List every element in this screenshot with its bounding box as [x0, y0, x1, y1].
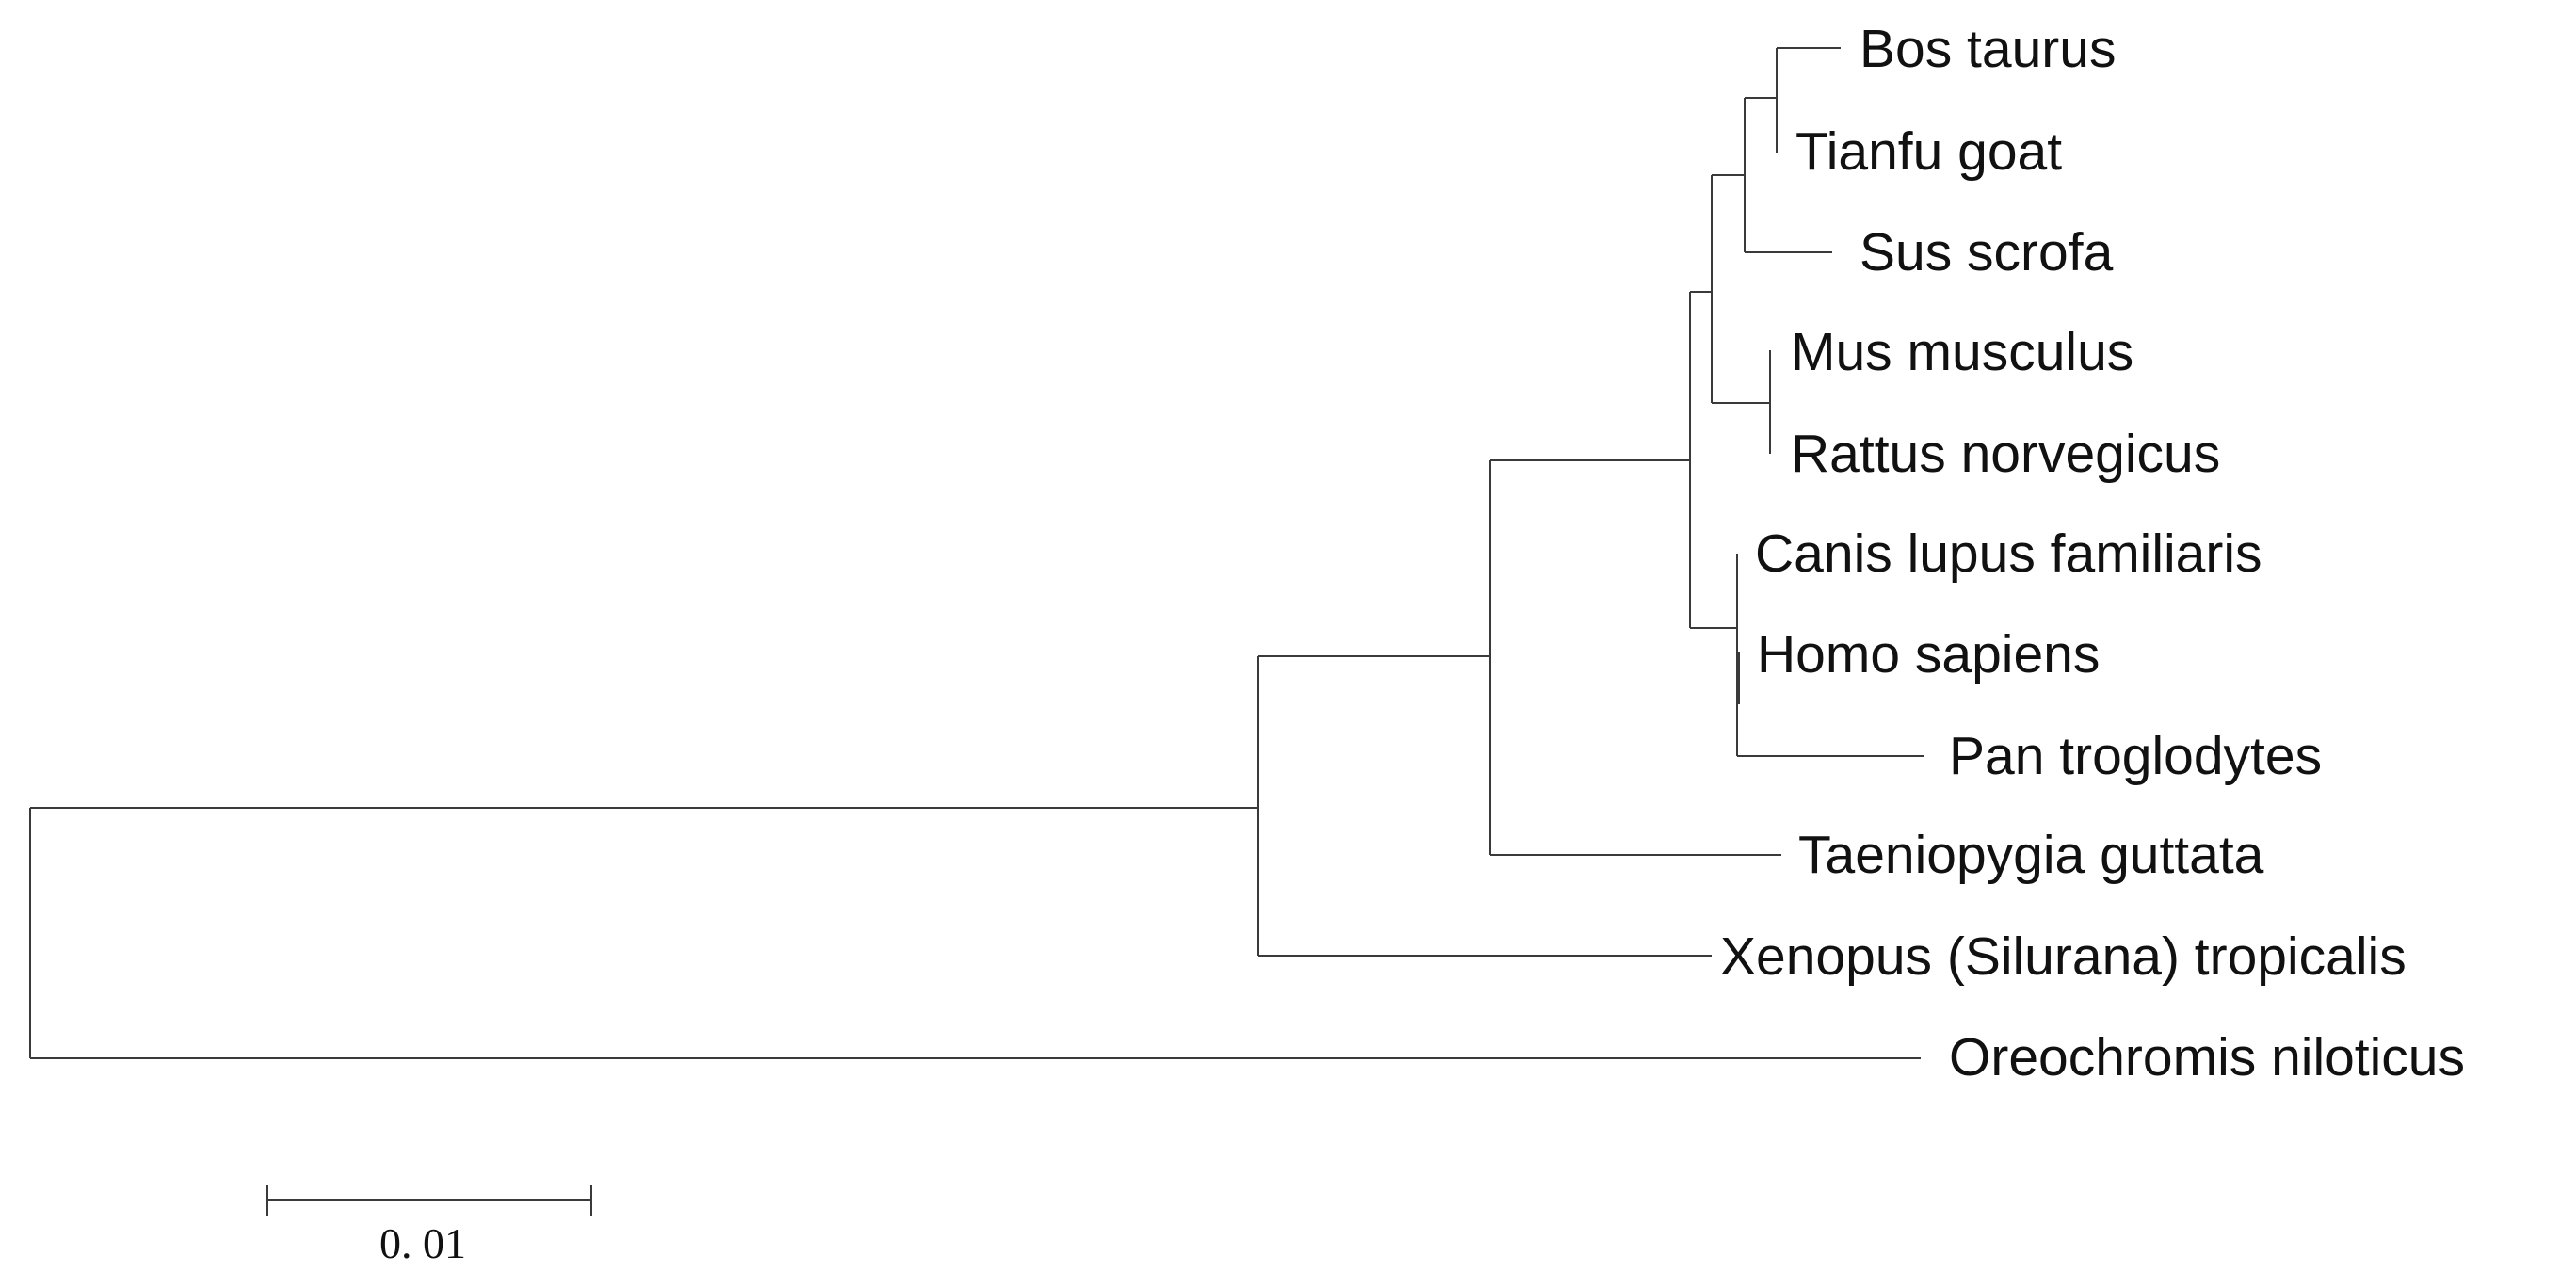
leaf-label-xenopus-tropicalis: Xenopus (Silurana) tropicalis	[1720, 926, 2407, 987]
leaf-labels: Bos taurus Tianfu goat Sus scrofa Mus mu…	[1720, 19, 2465, 1087]
leaf-label-oreochromis-niloticus: Oreochromis niloticus	[1949, 1027, 2465, 1087]
leaf-label-sus-scrofa: Sus scrofa	[1860, 222, 2114, 282]
scale-bar-label: 0. 01	[379, 1219, 466, 1267]
leaf-label-bos-taurus: Bos taurus	[1860, 19, 2116, 79]
leaf-label-taeniopygia-guttata: Taeniopygia guttata	[1798, 825, 2264, 885]
leaf-label-tianfu-goat: Tianfu goat	[1795, 121, 2062, 182]
leaf-label-homo-sapiens: Homo sapiens	[1757, 624, 2100, 684]
leaf-label-mus-musculus: Mus musculus	[1791, 322, 2133, 382]
leaf-label-pan-troglodytes: Pan troglodytes	[1949, 726, 2322, 786]
leaf-label-rattus-norvegicus: Rattus norvegicus	[1791, 424, 2220, 484]
tree-branches	[29, 47, 1924, 1059]
scale-bar: 0. 01	[266, 1185, 592, 1267]
leaf-label-canis-lupus-familiaris: Canis lupus familiaris	[1755, 523, 2262, 584]
